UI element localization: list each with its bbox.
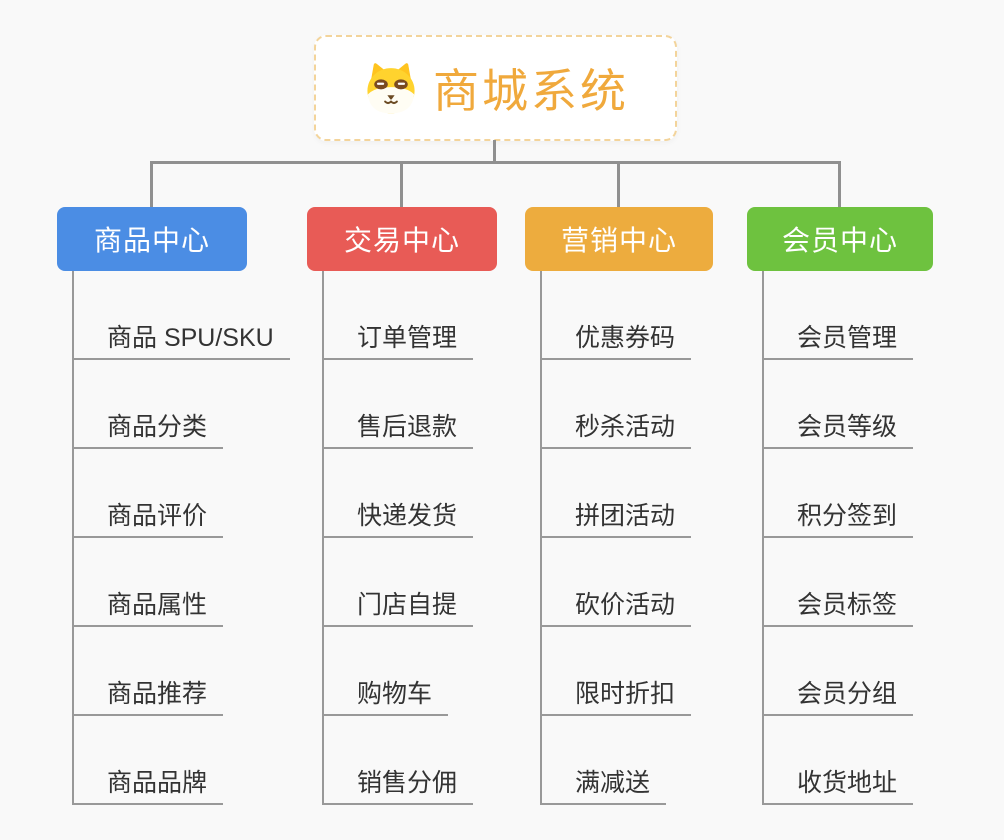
- tree-node[interactable]: 拼团活动: [542, 449, 713, 538]
- tree-node[interactable]: 商品 SPU/SKU: [74, 271, 290, 360]
- branch-member-center: 会员中心 会员管理 会员等级 积分签到 会员标签: [747, 207, 933, 805]
- tree-node-label: 积分签到: [764, 502, 914, 538]
- connector-root-drop: [493, 140, 496, 162]
- connector-drop-marketing: [617, 161, 620, 207]
- root-topic-title: 商城系统: [433, 65, 629, 117]
- tree-node-label: 限时折扣: [542, 680, 692, 716]
- connector-drop-trade: [400, 161, 403, 207]
- tree-node[interactable]: 购物车: [324, 627, 497, 716]
- tree-node[interactable]: 会员分组: [764, 627, 933, 716]
- tree-node-label: 订单管理: [324, 324, 474, 360]
- branch-children-product: 商品 SPU/SKU 商品分类 商品评价 商品属性 商品推荐: [72, 271, 290, 805]
- tree-node[interactable]: 商品评价: [74, 449, 247, 538]
- tree-node[interactable]: 秒杀活动: [542, 360, 713, 449]
- tree-node[interactable]: 会员等级: [764, 360, 933, 449]
- tree-node[interactable]: 售后退款: [324, 360, 497, 449]
- tree-node[interactable]: 收货地址: [764, 716, 933, 805]
- tree-node-label: 砍价活动: [542, 591, 692, 627]
- tree-node[interactable]: 限时折扣: [542, 627, 713, 716]
- branch-trade-center: 交易中心 订单管理 售后退款 快递发货 门店自提: [307, 207, 497, 805]
- tree-node-label: 会员标签: [764, 591, 914, 627]
- tree-node-label: 售后退款: [324, 413, 474, 449]
- branch-children-member: 会员管理 会员等级 积分签到 会员标签 会员分组: [762, 271, 933, 805]
- tree-node-label: 商品属性: [74, 591, 224, 627]
- tree-node-label: 商品 SPU/SKU: [74, 324, 290, 360]
- tree-node-label: 满减送: [542, 769, 667, 805]
- tree-node[interactable]: 商品品牌: [74, 716, 247, 805]
- tree-node-label: 拼团活动: [542, 502, 692, 538]
- tree-node-label: 商品分类: [74, 413, 224, 449]
- tree-node[interactable]: 满减送: [542, 716, 713, 805]
- branch-children-marketing: 优惠券码 秒杀活动 拼团活动 砍价活动 限时折扣: [540, 271, 713, 805]
- connector-drop-product: [150, 161, 153, 207]
- tree-node[interactable]: 门店自提: [324, 538, 497, 627]
- shiba-dog-icon: [367, 63, 415, 114]
- tree-node-label: 秒杀活动: [542, 413, 692, 449]
- tree-node-label: 收货地址: [764, 769, 914, 805]
- tree-node-label: 会员管理: [764, 324, 914, 360]
- tree-node-label: 优惠券码: [542, 324, 692, 360]
- connector-bus: [150, 161, 841, 164]
- tree-node-label: 商品推荐: [74, 680, 224, 716]
- tree-node[interactable]: 快递发货: [324, 449, 497, 538]
- tree-node-label: 门店自提: [324, 591, 474, 627]
- branch-head-member[interactable]: 会员中心: [747, 207, 933, 271]
- branch-head-marketing[interactable]: 营销中心: [525, 207, 713, 271]
- tree-node[interactable]: 积分签到: [764, 449, 933, 538]
- tree-node-label: 销售分佣: [324, 769, 474, 805]
- tree-node[interactable]: 商品分类: [74, 360, 247, 449]
- tree-node-label: 快递发货: [324, 502, 474, 538]
- tree-node[interactable]: 销售分佣: [324, 716, 497, 805]
- tree-node[interactable]: 会员管理: [764, 271, 933, 360]
- connector-drop-member: [838, 161, 841, 207]
- tree-node-label: 会员分组: [764, 680, 914, 716]
- tree-node[interactable]: 商品推荐: [74, 627, 247, 716]
- tree-node[interactable]: 优惠券码: [542, 271, 713, 360]
- tree-node-label: 商品品牌: [74, 769, 224, 805]
- tree-node-label: 购物车: [324, 680, 449, 716]
- branch-marketing-center: 营销中心 优惠券码 秒杀活动 拼团活动 砍价活动: [525, 207, 713, 805]
- tree-node[interactable]: 订单管理: [324, 271, 497, 360]
- branch-head-product[interactable]: 商品中心: [57, 207, 247, 271]
- tree-node-label: 商品评价: [74, 502, 224, 538]
- tree-node[interactable]: 会员标签: [764, 538, 933, 627]
- branch-head-trade[interactable]: 交易中心: [307, 207, 497, 271]
- tree-node[interactable]: 商品属性: [74, 538, 247, 627]
- root-topic[interactable]: 商城系统: [314, 35, 677, 141]
- tree-node-label: 会员等级: [764, 413, 914, 449]
- tree-node[interactable]: 砍价活动: [542, 538, 713, 627]
- branch-product-center: 商品中心 商品 SPU/SKU 商品分类 商品评价 商品属性: [57, 207, 290, 805]
- branch-children-trade: 订单管理 售后退款 快递发货 门店自提 购物车 销: [322, 271, 497, 805]
